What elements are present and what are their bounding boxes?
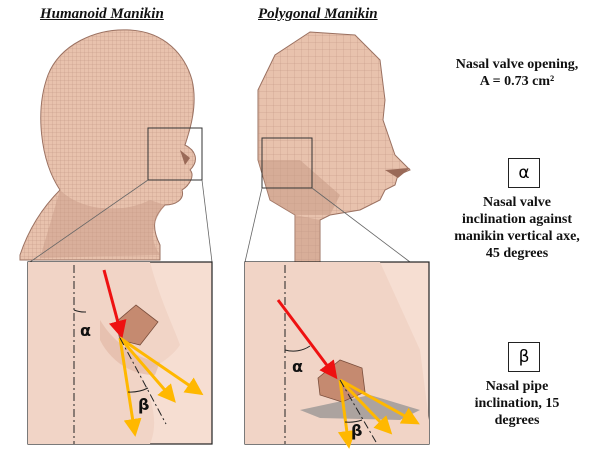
nasal-valve-opening-label: Nasal valve opening, A = 0.73 cm² [432, 56, 602, 90]
alpha-desc-line-4: 45 degrees [432, 245, 602, 262]
alpha-desc-line-2: inclination against [432, 211, 602, 228]
polygonal-detail-panel [245, 262, 429, 444]
beta-description: Nasal pipe inclination, 15 degrees [432, 378, 602, 429]
humanoid-head [20, 30, 195, 260]
beta-desc-line-3: degrees [432, 412, 602, 429]
area-value-text: A = 0.73 cm² [432, 73, 602, 90]
beta-desc-line-2: inclination, 15 [432, 395, 602, 412]
alpha-desc-line-1: Nasal valve [432, 194, 602, 211]
alpha-label-humanoid: α [80, 321, 91, 340]
nasal-valve-opening-text: Nasal valve opening, [432, 56, 602, 73]
beta-symbol-box: β [508, 342, 540, 372]
humanoid-detail-panel [28, 262, 212, 444]
beta-desc-line-1: Nasal pipe [432, 378, 602, 395]
polygonal-head [258, 32, 410, 262]
alpha-label-polygonal: α [292, 357, 303, 376]
beta-label-humanoid: β [138, 395, 149, 414]
beta-label-polygonal: β [351, 421, 362, 440]
alpha-desc-line-3: manikin vertical axe, [432, 228, 602, 245]
alpha-description: Nasal valve inclination against manikin … [432, 194, 602, 262]
alpha-symbol-box: α [508, 158, 540, 188]
